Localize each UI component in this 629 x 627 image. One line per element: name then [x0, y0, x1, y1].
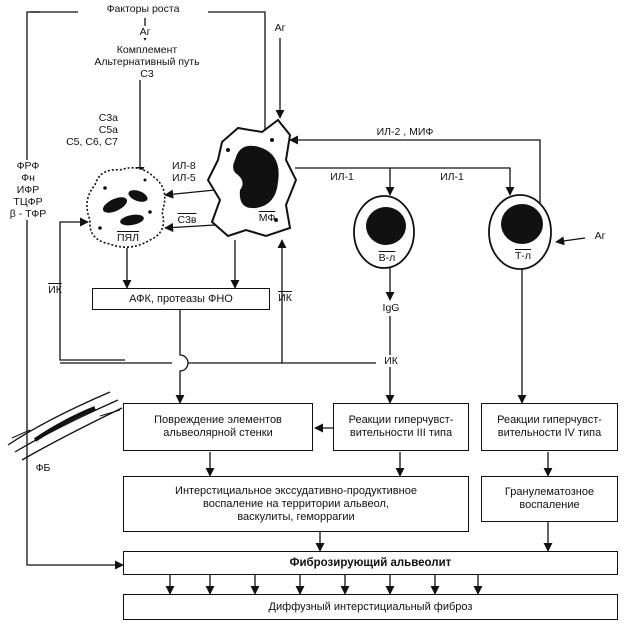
label-fb: ФБ	[35, 462, 51, 474]
arrow-mf-to-pyal-il	[164, 189, 216, 199]
label-il8-il5: ИЛ-8 ИЛ-5	[172, 160, 196, 184]
box-fibrosing-alveolitis: Фиброзирующий альвеолит	[123, 551, 618, 575]
label-ik-mid: ИК	[278, 292, 292, 304]
frame-left-line	[26, 11, 125, 570]
arrow-mf-to-pyal-c3v	[164, 222, 216, 233]
box-granulomatous-inflammation: Гранулематозное воспаление	[481, 476, 618, 522]
label-ik-bottom: ИК	[376, 355, 406, 367]
box-diffuse-fibrosis: Диффузный интерстициальный фиброз	[123, 594, 618, 620]
label-growth-factors: Факторы роста	[78, 3, 208, 15]
line-il1	[295, 167, 515, 196]
label-il1-b: ИЛ-1	[330, 171, 354, 183]
label-cell-pyal: ПЯЛ	[116, 232, 140, 244]
frame-right-line	[195, 11, 266, 140]
label-cell-b: В-л	[378, 252, 396, 264]
label-il2-mif: ИЛ-2 , МИФ	[376, 126, 434, 138]
label-igg: IgG	[376, 302, 406, 314]
label-ag-top: Аг	[133, 26, 157, 38]
line-afk-down	[175, 310, 189, 404]
label-ag-t: Аг	[594, 230, 606, 242]
box-alveolar-damage: Повреждение элементов альвеолярной стенк…	[123, 403, 313, 451]
label-fibro-factors: ФРФ Фн ИФР ТЦФР β - ТФР	[3, 160, 53, 220]
label-complement: Комплемент Альтернативный путь C3	[85, 44, 209, 80]
mf-cell-icon	[206, 118, 298, 238]
box-hypersensitivity-4: Реакции гиперчувст- вительности IV типа	[481, 403, 618, 451]
label-ag-mf: Аг	[274, 22, 286, 34]
line-ik-mid	[277, 239, 390, 364]
box-interstitial-inflammation: Интерстициальное экссудативно-продуктивн…	[123, 476, 469, 532]
label-c3v: C3в	[177, 214, 197, 226]
fibroblast-icon	[7, 391, 123, 461]
b-cell-icon	[353, 195, 415, 269]
box-afk-proteases: АФК, протеазы ФНО	[92, 288, 270, 310]
label-cell-t: Т-л	[514, 250, 532, 262]
label-c3a-c5a: C3a C5a C5, C6, C7	[56, 112, 118, 148]
line-ik-left	[59, 217, 125, 361]
label-il1-t: ИЛ-1	[440, 171, 464, 183]
arrow-ag-to-t	[555, 236, 586, 246]
label-ik-left: ИК	[48, 284, 62, 296]
t-cell-icon	[488, 194, 552, 270]
box-hypersensitivity-3: Реакции гиперчувст- вительности III типа	[333, 403, 469, 451]
pyal-cell-icon	[86, 167, 166, 248]
label-cell-mf: МФ	[258, 212, 276, 224]
